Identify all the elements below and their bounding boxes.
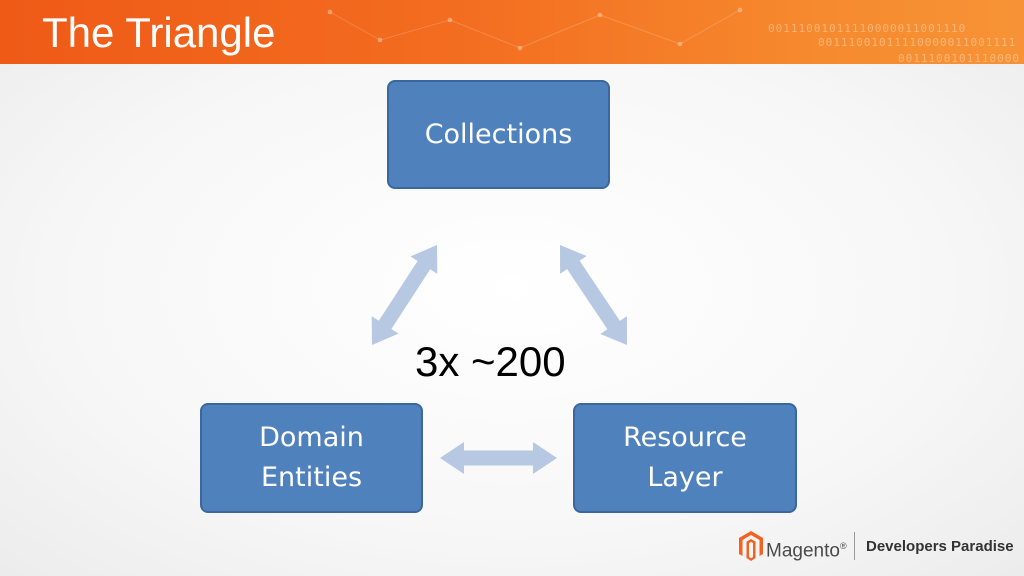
binary-text-line: 0011100101110000: [898, 52, 1020, 64]
node-label: Collections: [424, 118, 573, 150]
arrow-collections-domain: [371, 245, 438, 345]
brand-text: Magento: [766, 540, 840, 562]
binary-text-line: 00111001011110000011001110: [768, 22, 967, 35]
trademark: ®: [839, 541, 847, 551]
center-label: 3x ~200: [415, 338, 566, 385]
binary-text-line: 00111001011110000011001111: [818, 36, 1017, 49]
footer-divider: [854, 532, 855, 560]
node-collections: Collections: [387, 80, 610, 189]
arrow-domain-resource: [440, 442, 557, 474]
node-resource-layer: Resource Layer: [573, 403, 797, 513]
tagline: Developers Paradise: [866, 538, 1014, 555]
arrow-collections-resource: [560, 245, 627, 345]
node-domain-entities: Domain Entities: [200, 403, 423, 513]
network-pattern-decoration: [327, 7, 743, 51]
magento-logo-icon: [739, 531, 763, 561]
footer-branding: Magento® Developers Paradise: [738, 530, 1018, 562]
brand-name: Magento®: [766, 534, 847, 563]
slide-title: The Triangle: [42, 9, 276, 56]
slide-header: 00111001011110000011001110 0011100101111…: [0, 0, 1024, 64]
node-label: Domain Entities: [259, 422, 364, 493]
node-label: Resource Layer: [623, 422, 747, 493]
